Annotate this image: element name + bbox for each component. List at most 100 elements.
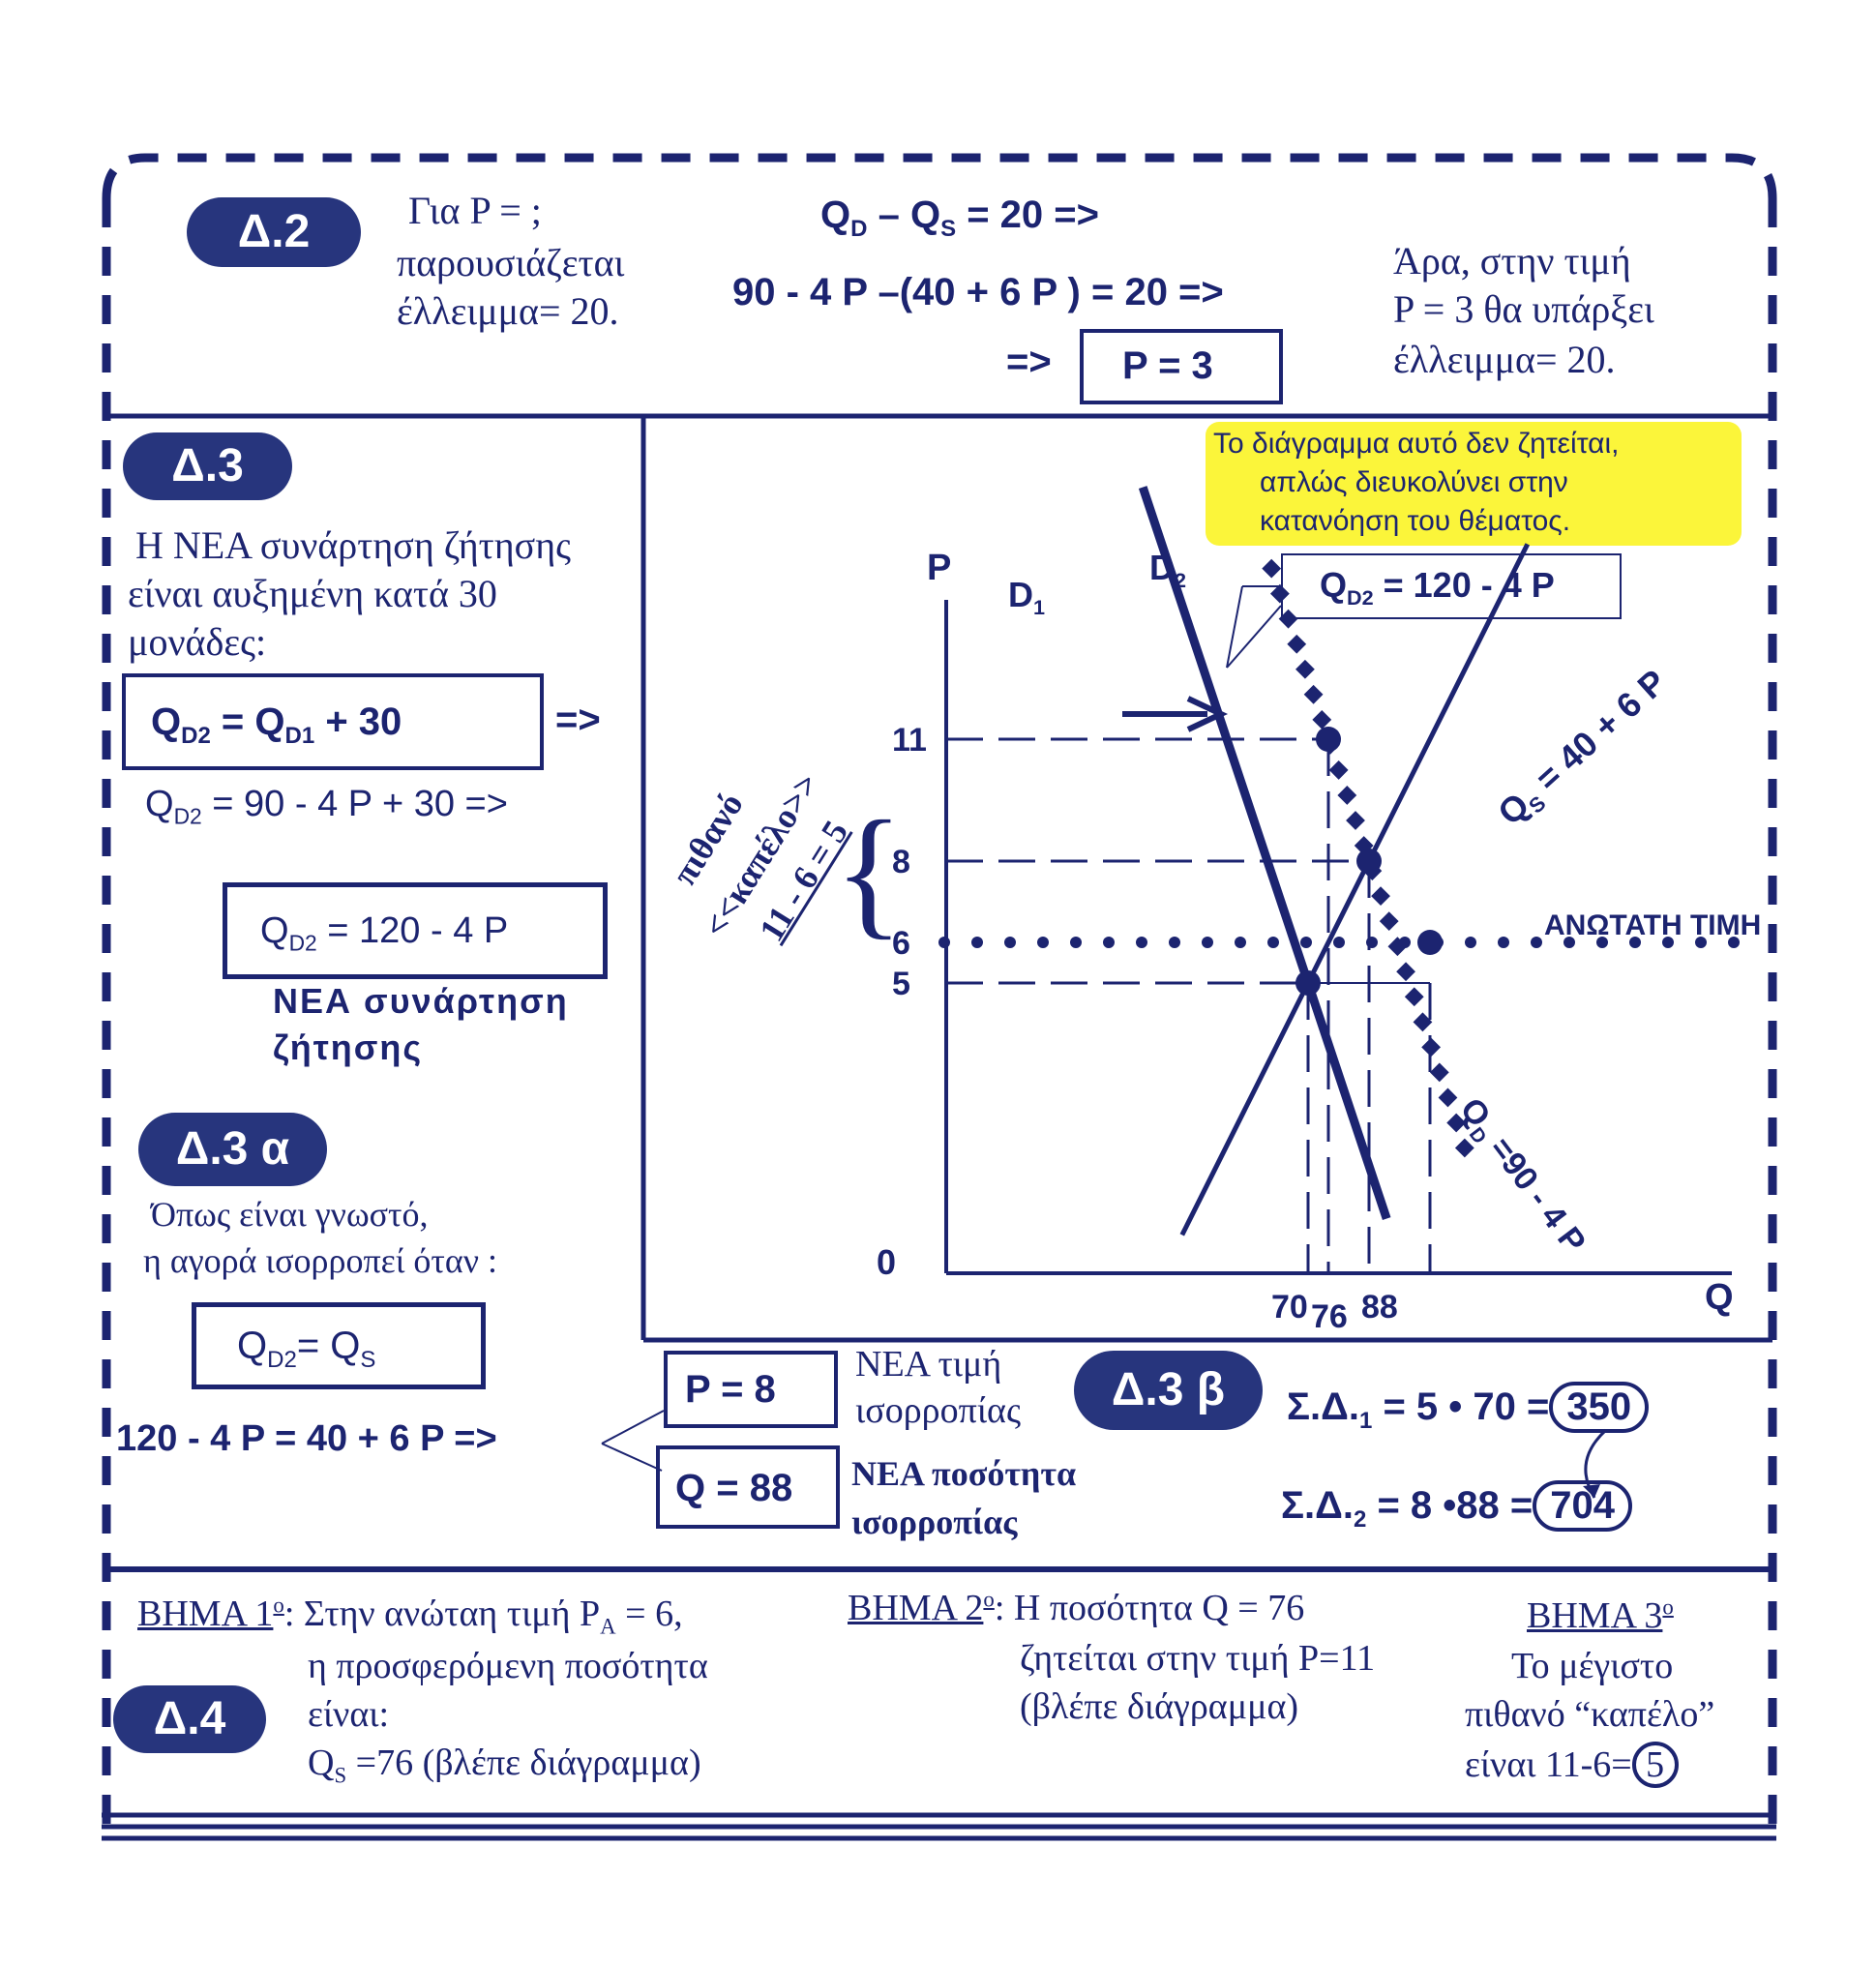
d3a-q-label-1: ΝΕΑ ποσότητα: [851, 1454, 1077, 1493]
chart-demand-d2-dot: [1413, 1012, 1433, 1032]
chart-demand-d2-dot: [1387, 937, 1408, 957]
chart-qd2-callout-text: QD2 = 120 - 4 P: [1320, 565, 1555, 611]
d3-box-2: QD2 = 120 - 4 P: [223, 882, 608, 979]
d2-left-line3: έλλειμμα= 20.: [397, 289, 619, 333]
d3-new-fn-line2: ζήτησης: [273, 1028, 424, 1067]
chart-ceiling-dot: [1563, 937, 1575, 948]
chart-ceiling-dot: [971, 937, 983, 948]
d3a-q-text: Q = 88: [675, 1467, 793, 1509]
d3a-equation: 120 - 4 P = 40 + 6 P =>: [116, 1418, 497, 1459]
chart-demand-d2-dot: [1438, 1087, 1458, 1108]
chart-supply-line: [1179, 543, 1531, 1236]
d3-box-1: QD2 = QD1 + 30: [122, 673, 544, 770]
chart-demand-d2-dot: [1379, 911, 1399, 932]
chart-note-highlight: [1206, 422, 1742, 546]
chart-demand-d2-dot: [1269, 583, 1290, 604]
chart-ceiling-dot: [1267, 937, 1279, 948]
chart-x-tick-76: 76: [1311, 1298, 1348, 1335]
d4-step2-line2: ζητείται στην τιμή P=11: [1020, 1638, 1376, 1679]
chart-point-2: [1316, 727, 1341, 752]
d3b-sd2-value: 704: [1533, 1480, 1633, 1532]
d2-equation-2: 90 - 4 P –(40 + 6 P ) = 20 =>: [732, 271, 1224, 313]
chart-demand-d2-dot: [1346, 811, 1365, 830]
chart-ceiling-dot: [1136, 937, 1147, 948]
d4-step3-line2: πιθανό “καπέλο”: [1465, 1694, 1715, 1735]
d3-box1-text: QD2 = QD1 + 30: [151, 700, 402, 749]
chart-demand-d2-dot: [1454, 1138, 1474, 1158]
d3a-q-box: Q = 88: [656, 1445, 840, 1529]
d4-step3-line1: Το μέγιστο: [1511, 1646, 1674, 1686]
chart-callout-pointer-b: [1226, 585, 1243, 669]
d2-right-line1: Άρα, στην τιμή: [1393, 239, 1631, 283]
d3-new-fn-line1: ΝΕΑ συνάρτηση: [273, 981, 569, 1021]
d3-line2: είναι αυξημένη κατά 30: [128, 572, 497, 615]
chart-demand-d2-dot: [1303, 684, 1324, 704]
d2-right-line3: έλλειμμα= 20.: [1393, 338, 1616, 381]
chart-ceiling-dot: [1169, 937, 1180, 948]
chart-ceiling-dot: [1728, 937, 1740, 948]
d2-left-line2: παρουσιάζεται: [397, 241, 625, 284]
chart-hat-brace: {: [834, 791, 904, 952]
chart-x-tick-70: 70: [1271, 1289, 1308, 1326]
chart-y-axis-label: P: [927, 548, 952, 588]
chart-x-tick-88: 88: [1361, 1289, 1398, 1326]
d3a-line1: Όπως είναι γνωστό,: [151, 1195, 429, 1234]
chart-demand-d2-dot: [1312, 709, 1332, 730]
chart-ceiling-dot: [1004, 937, 1016, 948]
d2-result-text: P = 3: [1122, 344, 1213, 387]
d3-line1: Η ΝΕΑ συνάρτηση ζήτησης: [135, 523, 571, 567]
d3a-line2: η αγορά ισορροπεί όταν :: [143, 1241, 498, 1280]
chart-ceiling-dot: [1662, 937, 1674, 948]
d4-step1-line4: QS =76 (βλέπε διάγραμμα): [308, 1743, 701, 1788]
d3b-sd1-value: 350: [1549, 1382, 1650, 1433]
chart-demand-d2-dot: [1295, 659, 1315, 679]
d3a-p-box: P = 8: [664, 1351, 838, 1428]
chart-ceiling-dot: [1695, 937, 1707, 948]
chart-demand-d2-dot: [1371, 886, 1390, 907]
d3a-q-label-2: ισορροπίας: [851, 1503, 1018, 1541]
d2-arrow: =>: [1006, 341, 1052, 383]
d3-equation-2: QD2 = 90 - 4 P + 30 =>: [145, 784, 508, 829]
chart-qd2-callout: QD2 = 120 - 4 P: [1281, 553, 1622, 619]
d4-step1-line3: είναι:: [308, 1694, 390, 1735]
chart-demand-d2-dot: [1337, 786, 1357, 805]
d2-left-line1: Για P = ;: [408, 189, 542, 232]
chart-origin-label: 0: [877, 1242, 897, 1282]
chart-shift-arrow-head: [1186, 696, 1229, 732]
d2-right-line2: P = 3 θα υπάρξει: [1393, 287, 1654, 331]
chart-ceiling-dot: [1629, 937, 1641, 948]
chart-ceiling-dot: [1235, 937, 1246, 948]
d3b-sd1: Σ.Δ.1 = 5 • 70 =350: [1287, 1382, 1650, 1435]
chart-y-tick-5: 5: [892, 966, 910, 1002]
badge-d3: Δ.3: [123, 432, 292, 500]
d4-step3-line3: είναι 11-6=5: [1465, 1742, 1679, 1788]
chart-note-line1: Το διάγραμμα αυτό δεν ζητείται,: [1213, 428, 1620, 460]
chart-point-0: [1295, 970, 1321, 996]
d3a-equality-box: QD2= QS: [192, 1302, 486, 1389]
chart-d1-curve-label: D1: [1008, 575, 1046, 620]
chart-ceiling-dot: [1333, 937, 1345, 948]
d2-equation-1: QD – QS = 20 =>: [820, 194, 1099, 242]
d3a-p-label-1: ΝΕΑ τιμή: [855, 1344, 1002, 1385]
chart-point-3: [1417, 930, 1443, 955]
chart-ceiling-dot: [1300, 937, 1312, 948]
d4-step2-line3: (βλέπε διάγραμμα): [1020, 1686, 1299, 1727]
chart-demand-d2-dot: [1446, 1113, 1467, 1133]
d4-step3-value: 5: [1631, 1742, 1679, 1788]
chart-demand-d1-line: [1138, 486, 1391, 1221]
chart-ceiling-dot: [1531, 937, 1542, 948]
chart-demand-d2-dot: [1429, 1062, 1449, 1083]
chart-y-tick-11: 11: [892, 722, 927, 759]
d4-step2-line1: ΒΗΜΑ 2ο: Η ποσότητα Q = 76: [848, 1587, 1305, 1628]
chart-ceiling-label: ΑΝΩΤΑΤΗ ΤΙΜΗ: [1544, 909, 1762, 941]
d3a-p-text: P = 8: [685, 1368, 776, 1411]
chart-ceiling-dot: [1103, 937, 1115, 948]
chart-demand-d2-dot: [1262, 558, 1282, 579]
d3a-p-label-2: ισορροπίας: [855, 1390, 1021, 1431]
chart-ceiling-dot: [1070, 937, 1082, 948]
chart-ceiling-dot: [1596, 937, 1608, 948]
